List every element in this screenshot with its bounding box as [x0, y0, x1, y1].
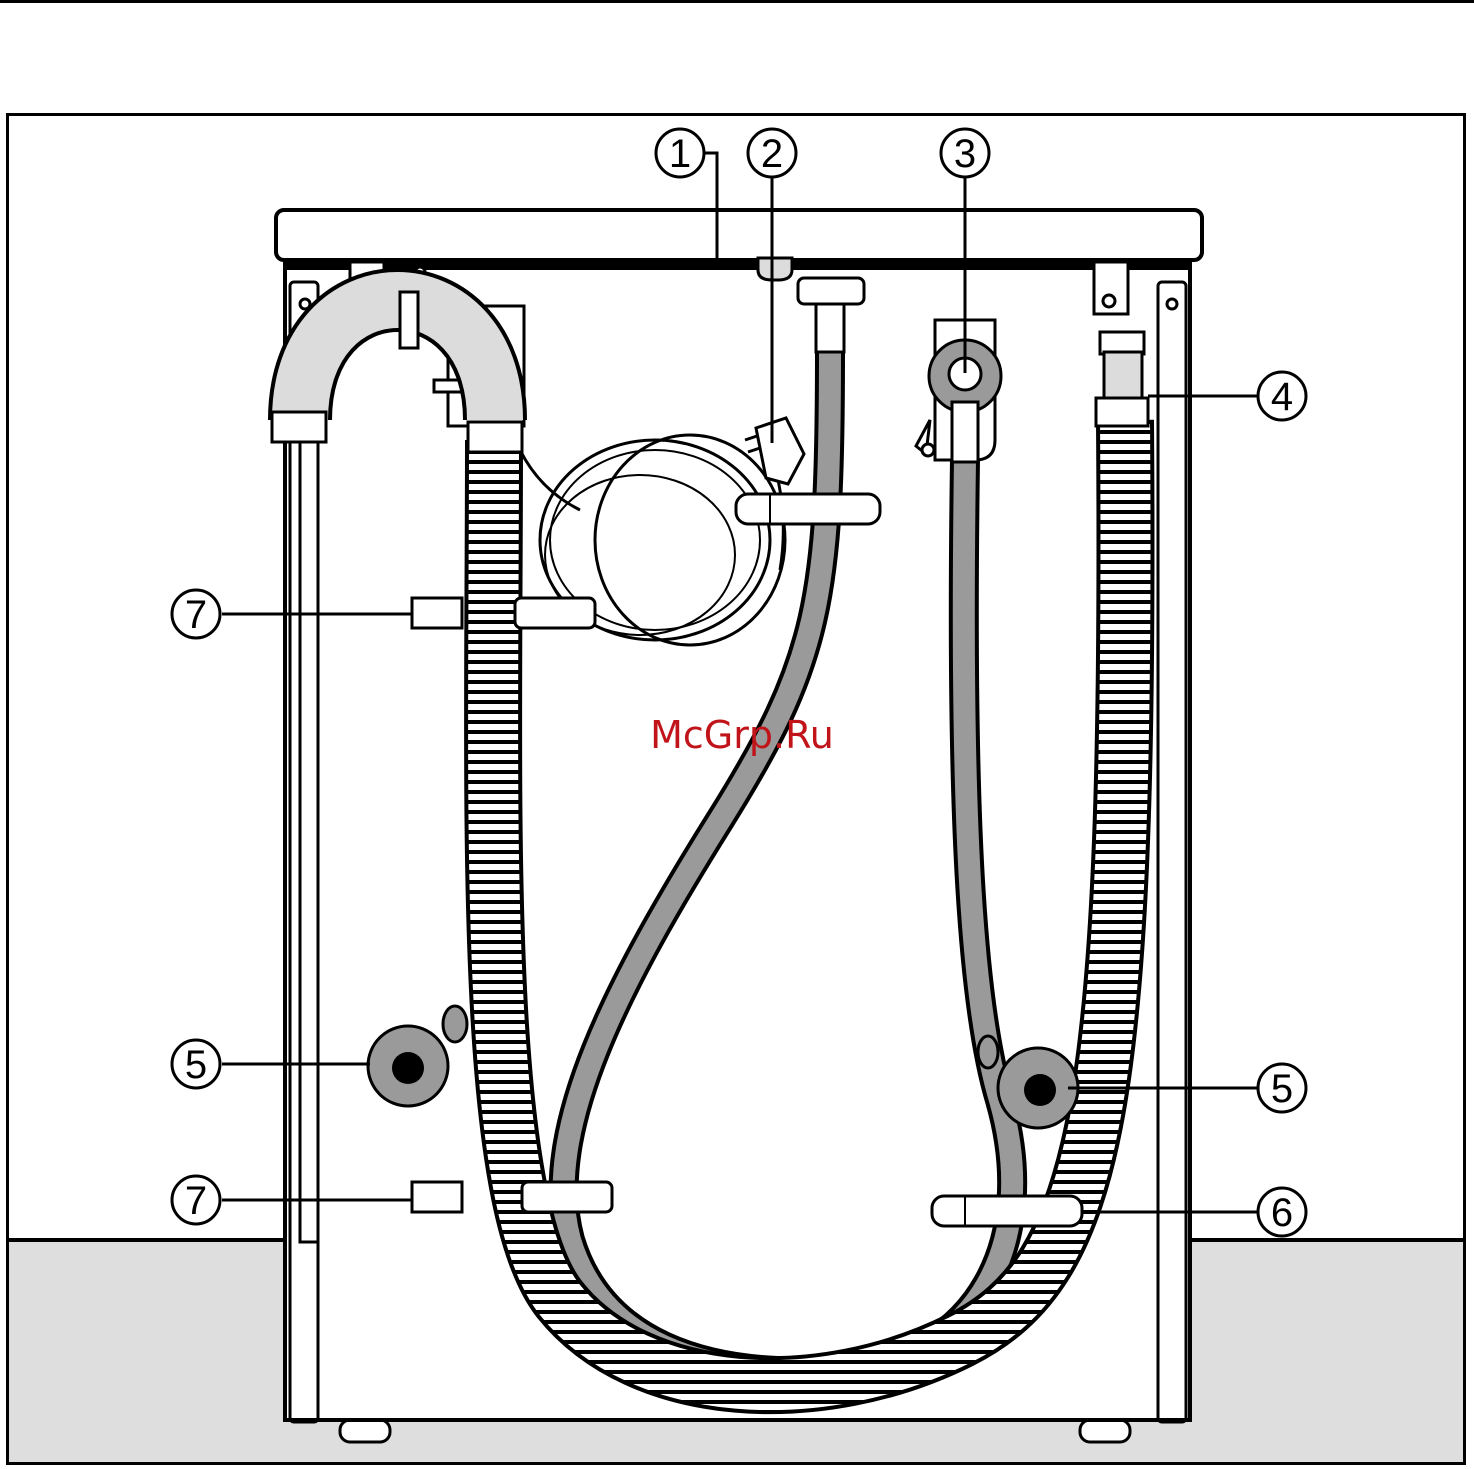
- callout-5-left: 5: [172, 1040, 220, 1088]
- callout-2-label: 2: [761, 132, 783, 176]
- drain-outlet-connector: [1096, 332, 1148, 426]
- callout-2: 2: [748, 129, 796, 177]
- callout-6: 6: [1258, 1188, 1306, 1236]
- callout-1: 1: [656, 129, 704, 177]
- callout-7-lower-label: 7: [185, 1179, 207, 1223]
- callout-7-upper-label: 7: [185, 593, 207, 637]
- callout-7-lower: 7: [172, 1176, 220, 1224]
- callout-3: 3: [941, 129, 989, 177]
- callout-3-label: 3: [954, 132, 976, 176]
- callout-4: 4: [1258, 372, 1306, 420]
- callout-5-left-label: 5: [185, 1043, 207, 1087]
- callout-5-right-label: 5: [1271, 1067, 1293, 1111]
- callout-6-label: 6: [1271, 1191, 1293, 1235]
- callout-4-label: 4: [1271, 375, 1293, 419]
- lower-hose-clip: [932, 1196, 1082, 1226]
- callout-1-label: 1: [669, 132, 691, 176]
- callout-7-upper: 7: [172, 590, 220, 638]
- watermark-text: McGrp.Ru: [650, 713, 834, 757]
- upper-hose-clip: [736, 494, 880, 524]
- callout-5-right: 5: [1258, 1064, 1306, 1112]
